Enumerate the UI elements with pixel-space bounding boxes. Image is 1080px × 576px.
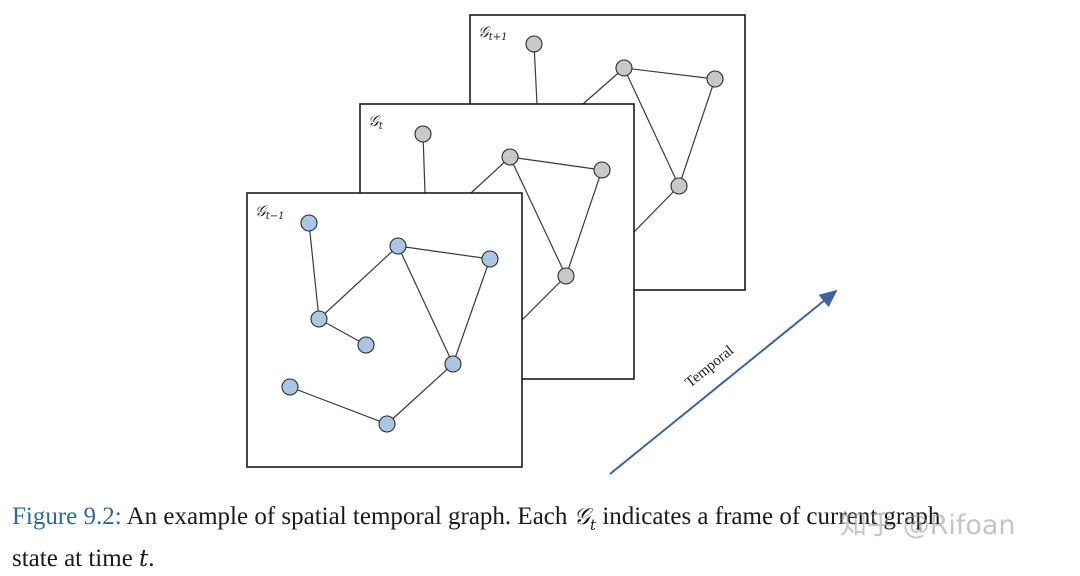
graph-edge	[422, 133, 426, 194]
graph-node	[378, 415, 396, 433]
graph-node	[557, 267, 575, 285]
graph-edge	[386, 363, 454, 425]
graph-edge	[623, 67, 716, 80]
temporal-arrow: Temporal	[609, 289, 838, 475]
graph-edge	[452, 258, 491, 365]
graph-edge	[289, 386, 388, 425]
temporal-label: Temporal	[682, 343, 737, 391]
graph-edge	[509, 156, 603, 171]
graph-node	[593, 161, 611, 179]
graph-edge	[397, 245, 454, 365]
figure-caption: Figure 9.2: An example of spatial tempor…	[12, 500, 1072, 576]
caption-math-symbol: 𝒢	[573, 504, 591, 530]
caption-line2-suffix: .	[148, 545, 155, 572]
frame-label-g-t-minus-1: 𝒢t−1	[255, 202, 284, 222]
graph-edge	[565, 169, 603, 277]
frame-label-g-t: 𝒢t	[368, 112, 384, 132]
graph-node	[501, 148, 519, 166]
graph-node	[444, 355, 462, 373]
graph-node	[300, 214, 318, 232]
spatial-temporal-graph-diagram: 𝒢t+1 𝒢t	[246, 14, 838, 475]
graph-edge	[623, 67, 680, 187]
graph-node	[615, 59, 633, 77]
graph-node	[525, 35, 543, 53]
graph-node	[670, 177, 688, 195]
caption-line2-var: t	[139, 546, 149, 572]
graph-edge	[678, 78, 716, 187]
graph-edge	[318, 318, 367, 346]
caption-text-2: indicates a frame of current graph	[596, 503, 941, 530]
graph-node	[481, 250, 499, 268]
frame-label-g-t-plus-1: 𝒢t+1	[478, 23, 507, 43]
graph-edge	[633, 185, 680, 233]
graph-edge	[397, 245, 491, 260]
graph-node	[357, 336, 375, 354]
graph-node	[310, 310, 328, 328]
graph-node	[706, 70, 724, 88]
graph-edge	[509, 156, 567, 277]
frame-g-t-minus-1: 𝒢t−1	[246, 192, 523, 468]
graph-edge	[533, 43, 538, 105]
caption-math-sub: t	[590, 516, 597, 534]
graph-node	[389, 237, 407, 255]
caption-line2-prefix: state at time	[12, 545, 140, 572]
figure-number: Figure 9.2:	[12, 503, 122, 530]
graph-edge	[308, 222, 320, 320]
graph-edge	[318, 245, 399, 320]
caption-text-1: An example of spatial temporal graph. Ea…	[121, 503, 574, 530]
watermark: 知乎 @Rifoan	[840, 510, 1016, 541]
graph-node	[281, 378, 299, 396]
graph-edge	[521, 275, 567, 321]
temporal-arrow-line	[609, 289, 838, 475]
graph-node	[414, 125, 432, 143]
graph-edge	[470, 156, 511, 194]
graph-edge	[582, 67, 625, 105]
